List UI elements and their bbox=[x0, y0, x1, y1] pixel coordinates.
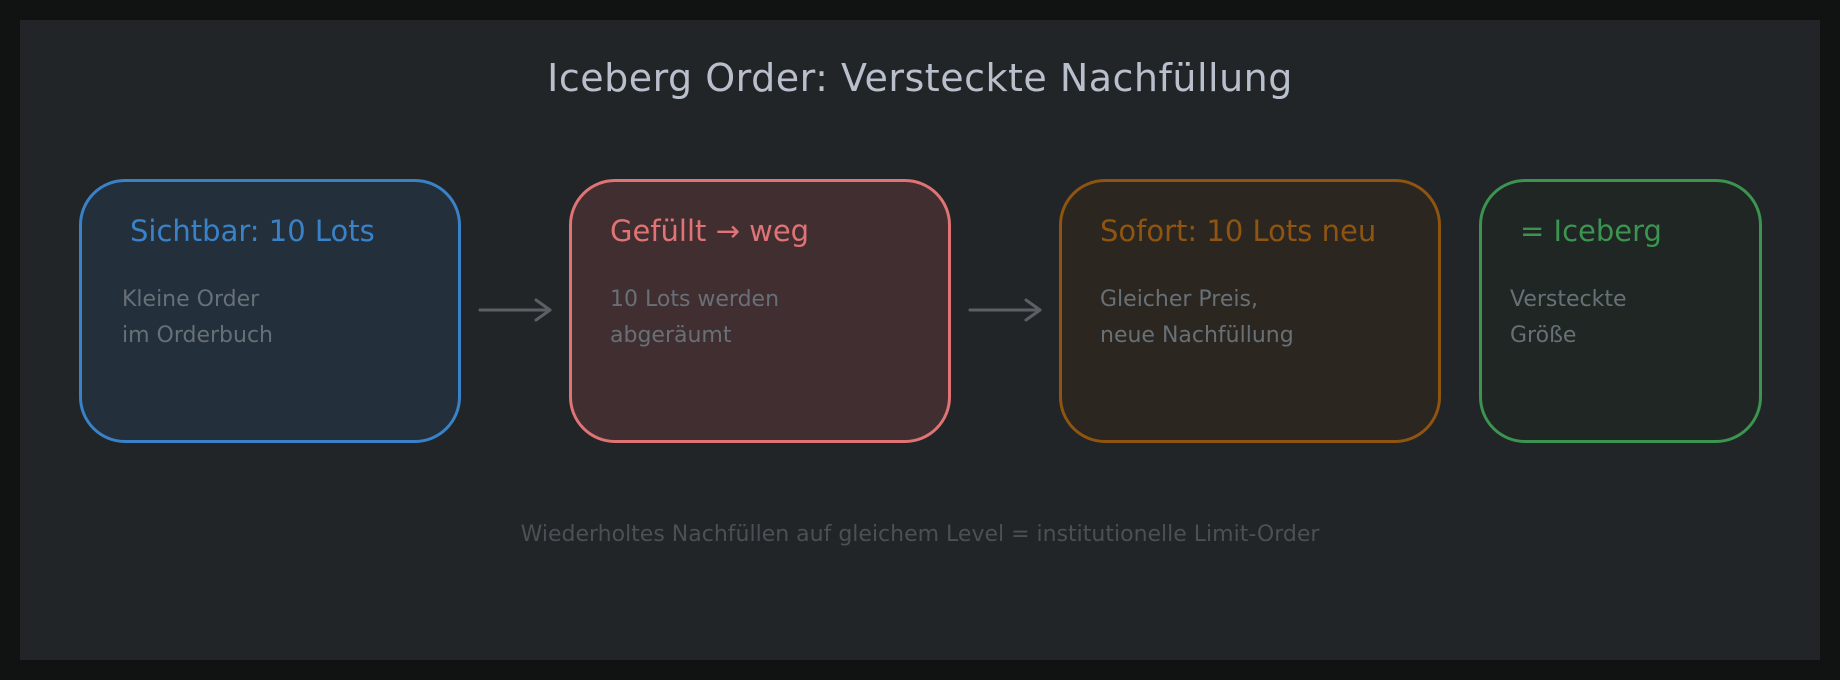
box-description: Kleine Order im Orderbuch bbox=[122, 287, 274, 348]
box-description: Gleicher Preis, neue Nachfüllung bbox=[1100, 287, 1294, 348]
box-heading: Gefüllt → weg bbox=[610, 214, 810, 248]
box-description: 10 Lots werden abgeräumt bbox=[610, 287, 780, 348]
arrow-right-icon bbox=[968, 298, 1042, 322]
footer-note: Wiederholtes Nachfüllen auf gleichem Lev… bbox=[520, 522, 1320, 547]
box-description: Versteckte Größe bbox=[1510, 287, 1627, 348]
diagram-title: Iceberg Order: Versteckte Nachfüllung bbox=[547, 56, 1293, 100]
box-heading: Sichtbar: 10 Lots bbox=[130, 214, 375, 248]
box-heading: = Iceberg bbox=[1520, 214, 1662, 248]
box-iceberg: = Iceberg Versteckte Größe bbox=[1479, 179, 1762, 443]
box-filled-gone: Gefüllt → weg 10 Lots werden abgeräumt bbox=[569, 179, 951, 443]
arrow-right-icon bbox=[478, 298, 552, 322]
box-heading: Sofort: 10 Lots neu bbox=[1100, 214, 1377, 248]
box-visible-lots: Sichtbar: 10 Lots Kleine Order im Orderb… bbox=[79, 179, 461, 443]
box-instant-refill: Sofort: 10 Lots neu Gleicher Preis, neue… bbox=[1059, 179, 1441, 443]
